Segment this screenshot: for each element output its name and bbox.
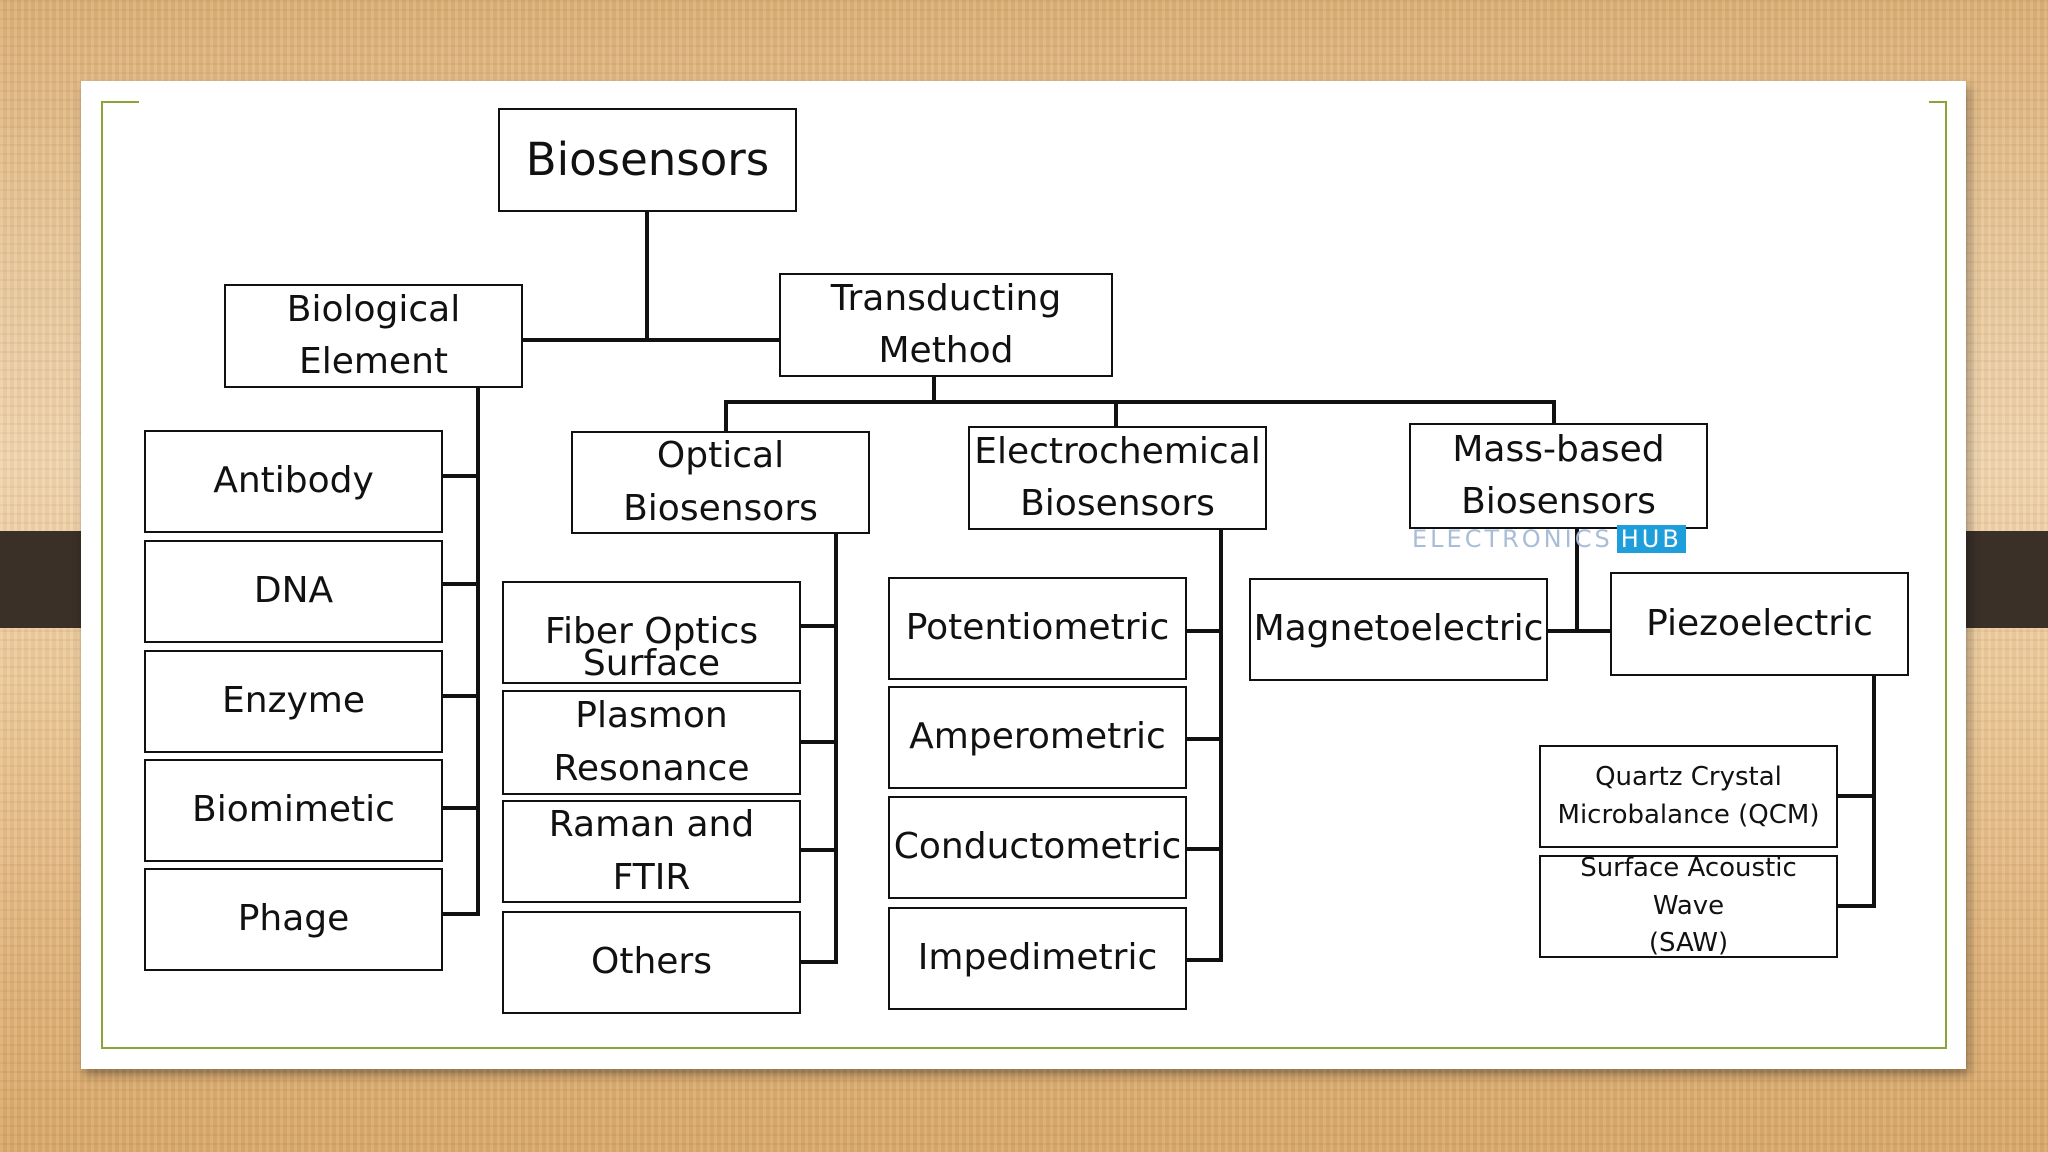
piezo-stub-qcm bbox=[1835, 794, 1874, 798]
node-spr: Surface Plasmon Resonance (SPR) bbox=[502, 643, 801, 841]
bio-spine bbox=[476, 386, 480, 916]
electro-stub-potentio bbox=[1184, 629, 1221, 633]
node-transducing-method: Transducting Method bbox=[779, 273, 1113, 377]
tm-bar bbox=[724, 400, 1556, 404]
electro-stub-ampero bbox=[1184, 737, 1221, 741]
bio-stub-phage bbox=[441, 912, 478, 916]
optical-stub-others bbox=[799, 960, 836, 964]
tm-stem bbox=[932, 376, 936, 402]
node-qcm: Quartz Crystal Microbalance (QCM) bbox=[1539, 745, 1838, 848]
node-mass-based-biosensors: Mass-based Biosensors bbox=[1409, 423, 1708, 529]
mass-stem bbox=[1575, 527, 1579, 633]
tm-drop-mass bbox=[1552, 400, 1556, 427]
frame-bottom bbox=[101, 1047, 1947, 1049]
optical-stub-raman bbox=[799, 848, 836, 852]
frame-left bbox=[101, 101, 103, 1049]
piezo-spine bbox=[1872, 674, 1876, 908]
electronics-hub-watermark: ELECTRONICS HUB bbox=[1412, 523, 1686, 555]
electro-stub-conducto bbox=[1184, 847, 1221, 851]
node-dna: DNA bbox=[144, 540, 443, 643]
node-antibody: Antibody bbox=[144, 430, 443, 533]
frame-top-left-h bbox=[101, 101, 139, 103]
bio-stub-enzyme bbox=[441, 694, 478, 698]
optical-spine bbox=[834, 532, 838, 964]
node-enzyme: Enzyme bbox=[144, 650, 443, 753]
frame-right bbox=[1945, 101, 1947, 1049]
node-others: Others bbox=[502, 911, 801, 1014]
piezo-stub-saw bbox=[1835, 904, 1874, 908]
node-phage: Phage bbox=[144, 868, 443, 971]
optical-stub-spr bbox=[799, 740, 836, 744]
frame-top-right-h bbox=[1929, 101, 1947, 103]
bio-stub-dna bbox=[441, 582, 478, 586]
node-potentiometric: Potentiometric bbox=[888, 577, 1187, 680]
optical-stub-fiber bbox=[799, 624, 836, 628]
node-magnetoelectric: Magnetoelectric bbox=[1249, 578, 1548, 681]
node-saw: Surface Acoustic Wave (SAW) bbox=[1539, 853, 1838, 958]
node-fiber-optics: Fiber Optics bbox=[502, 581, 801, 684]
bio-stub-antibody bbox=[441, 474, 478, 478]
tm-drop-electro bbox=[1114, 400, 1118, 429]
node-biosensors: Biosensors bbox=[498, 108, 797, 212]
node-biomimetic: Biomimetic bbox=[144, 759, 443, 862]
electro-spine bbox=[1219, 528, 1223, 962]
node-piezoelectric: Piezoelectric bbox=[1610, 572, 1909, 676]
watermark-text: ELECTRONICS bbox=[1412, 525, 1613, 553]
node-electrochemical-biosensors: Electrochemical Biosensors bbox=[968, 426, 1267, 530]
mass-bar bbox=[1546, 629, 1612, 633]
node-biological-element: Biological Element bbox=[224, 284, 523, 388]
node-optical-biosensors: Optical Biosensors bbox=[571, 431, 870, 534]
root-stem bbox=[645, 211, 649, 341]
electro-stub-impedi bbox=[1184, 958, 1221, 962]
node-impedimetric: Impedimetric bbox=[888, 907, 1187, 1010]
bio-stub-biomimetic bbox=[441, 806, 478, 810]
node-raman-ftir: Raman and FTIR bbox=[502, 800, 801, 903]
node-amperometric: Amperometric bbox=[888, 686, 1187, 789]
level1-bar bbox=[521, 338, 781, 342]
node-conductometric: Conductometric bbox=[888, 796, 1187, 899]
tm-drop-optical bbox=[724, 400, 728, 434]
watermark-badge: HUB bbox=[1616, 525, 1686, 553]
